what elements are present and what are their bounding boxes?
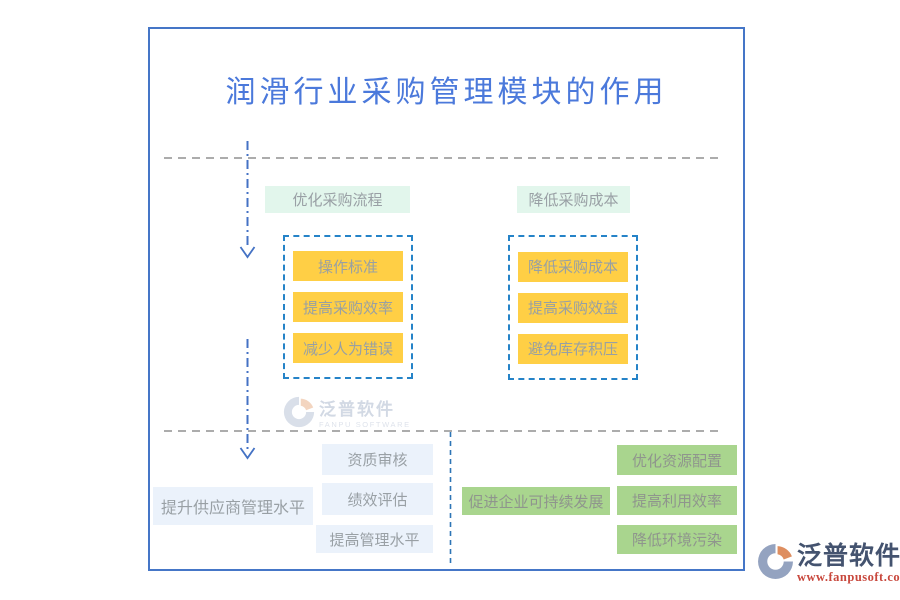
brand-url: www.fanpusoft.com [797, 570, 900, 585]
diagram-frame [148, 27, 745, 571]
bottom-right-item: 提高利用效率 [617, 486, 737, 515]
top-group-2-header: 降低采购成本 [517, 186, 630, 213]
bottom-left-item: 提高管理水平 [316, 525, 433, 553]
top-group-2-item: 提高采购效益 [518, 292, 628, 323]
top-group-2-item: 避免库存积压 [518, 333, 628, 364]
bottom-right-item: 优化资源配置 [617, 445, 737, 475]
diagram-title: 润滑行业采购管理模块的作用 [225, 76, 668, 109]
bottom-left-item: 绩效评估 [322, 483, 433, 515]
brand-logo: 泛普软件 www.fanpusoft.com [757, 543, 900, 585]
top-group-1-item: 操作标准 [293, 251, 403, 281]
watermark: 泛普软件 FANPU SOFTWARE [283, 396, 411, 433]
top-group-1-item: 减少人为错误 [293, 333, 403, 363]
brand-name: 泛普软件 [797, 543, 900, 571]
top-group-2-item: 降低采购成本 [518, 251, 628, 282]
brand-logo-icon [757, 543, 794, 585]
watermark-name: 泛普软件 [319, 399, 395, 419]
bottom-left-item: 资质审核 [322, 444, 433, 475]
top-group-1-box: 操作标准 提高采购效率 减少人为错误 [283, 235, 413, 379]
bottom-left-main: 提升供应商管理水平 [153, 487, 313, 525]
watermark-logo-icon [283, 396, 315, 433]
bottom-right-main: 促进企业可持续发展 [462, 487, 610, 515]
watermark-subtitle: FANPU SOFTWARE [319, 419, 411, 429]
top-group-1-item: 提高采购效率 [293, 292, 403, 322]
bottom-right-item: 降低环境污染 [617, 525, 737, 554]
top-group-2-box: 降低采购成本 提高采购效益 避免库存积压 [508, 235, 638, 380]
top-group-1-header: 优化采购流程 [265, 186, 410, 213]
